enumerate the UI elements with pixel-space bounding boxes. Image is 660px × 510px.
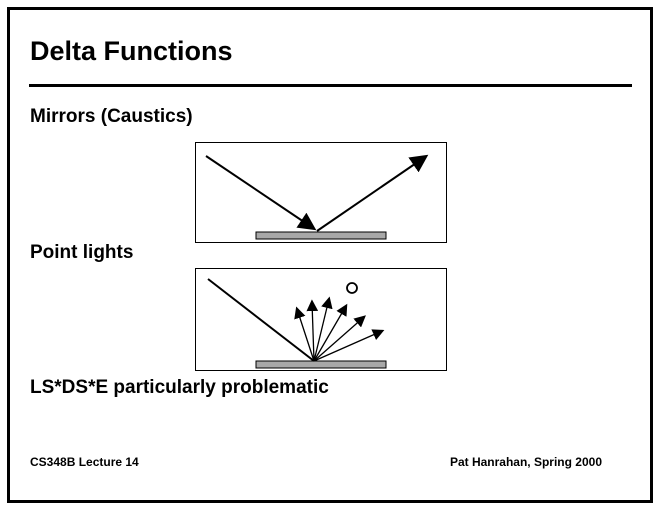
slide-border xyxy=(7,7,653,503)
scatter-surface xyxy=(255,360,387,369)
mirror-diagram-svg xyxy=(205,154,429,240)
footer-author: Pat Hanrahan, Spring 2000 xyxy=(449,455,602,469)
point-light-diagram xyxy=(195,268,447,371)
page-title: Delta Functions xyxy=(30,36,233,66)
scattered-ray xyxy=(313,303,348,362)
section-label-point-lights: Point lights xyxy=(30,242,134,263)
section-label-mirrors: Mirrors (Caustics) xyxy=(30,106,193,127)
point-light-icon xyxy=(346,282,358,294)
mirror-surface xyxy=(255,231,387,240)
mirror-diagram xyxy=(195,142,447,243)
incident-ray xyxy=(207,278,315,362)
note-text: LS*DS*E particularly problematic xyxy=(30,377,329,398)
title-rule xyxy=(29,84,632,87)
scattered-ray xyxy=(294,306,315,362)
footer-lecture: CS348B Lecture 14 xyxy=(30,455,139,469)
incident-ray xyxy=(205,155,317,231)
scattered-ray xyxy=(313,329,385,362)
scattered-ray xyxy=(313,296,333,362)
scattered-ray xyxy=(306,299,319,362)
reflected-ray xyxy=(316,154,429,232)
point-light-diagram-svg xyxy=(207,278,387,369)
scattered-ray xyxy=(313,315,366,362)
scattered-rays xyxy=(294,296,385,362)
